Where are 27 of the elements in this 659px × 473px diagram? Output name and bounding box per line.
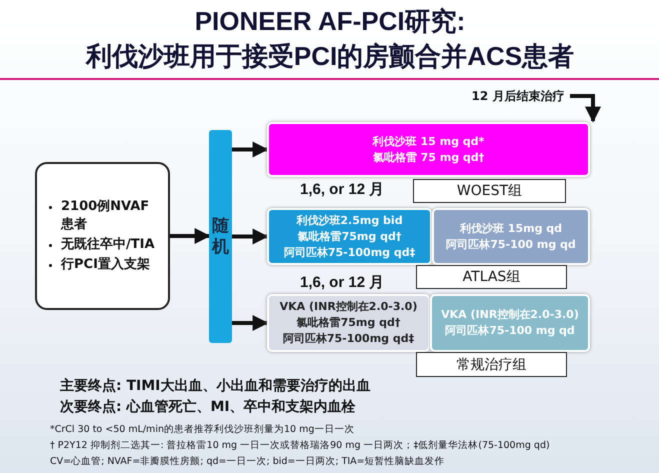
endpoint-text: 次要终点: 心血管死亡、MI、卒中和支架内血栓 — [60, 398, 356, 416]
arrow — [232, 142, 269, 158]
group-label-box: ATLAS组 — [416, 265, 567, 289]
treatment-box: 利伐沙班 15 mg qd* 氯吡格雷 75 mg qd† — [267, 122, 590, 177]
bullet-item: 行PCI置入支架 — [61, 256, 150, 274]
treatment-box: 利伐沙班 15mg qd 阿司匹林75-100 mg qd — [432, 208, 590, 265]
randomization-bar: 随机 — [209, 130, 232, 343]
treatment-box: VKA (INR控制在2.0-3.0) 氯吡格雷75mg qd† 阿司匹林75-100mg qd‡ — [267, 294, 430, 352]
bullet-item: 无既往卒中/TIA — [61, 236, 155, 254]
group-label-box: WOEST组 — [413, 179, 566, 203]
footnote: † P2Y12 抑制剂二选其一: 普拉格雷10 mg 一日一次或替格瑞洛90 mg 一日两次；‡低剂量华法林(75-100mg qd) — [50, 439, 550, 452]
treatment-box: VKA (INR控制在2.0-3.0) 阿司匹林75-100 mg qd — [430, 294, 590, 352]
group-label-box: 常规治疗组 — [416, 352, 567, 377]
patient-box — [35, 162, 170, 310]
arrow — [170, 228, 211, 244]
bullet-item: 2100例NVAF患者 — [61, 198, 150, 234]
duration-label: 1,6, or 12 月 — [300, 273, 384, 292]
footnote: *CrCl 30 to <50 mL/min的患者推荐利伐沙班剂量为10 mg一日一次 — [50, 423, 354, 436]
arrow — [232, 228, 269, 244]
arrow — [232, 315, 269, 331]
duration-label: 1,6, or 12 月 — [300, 180, 384, 199]
title: PIONEER AF-PCI研究: 利伐沙班用于接受PCI的房颤合并ACS患者 — [84, 5, 576, 73]
treatment-box: 利伐沙班2.5mg bid 氯吡格雷75mg qd† 阿司匹林75-100mg qd‡ — [267, 208, 432, 265]
footnote: CV=心血管; NVAF=非瓣膜性房颤; qd=一日一次; bid=一日两次; TIA=短暂性脑缺血发作 — [50, 455, 445, 468]
note-text: 12 月后结束治疗 — [466, 86, 570, 106]
arrow — [570, 94, 601, 123]
endpoint-text: 主要终点: TIMI大出血、小出血和需要治疗的出血 — [60, 377, 370, 395]
